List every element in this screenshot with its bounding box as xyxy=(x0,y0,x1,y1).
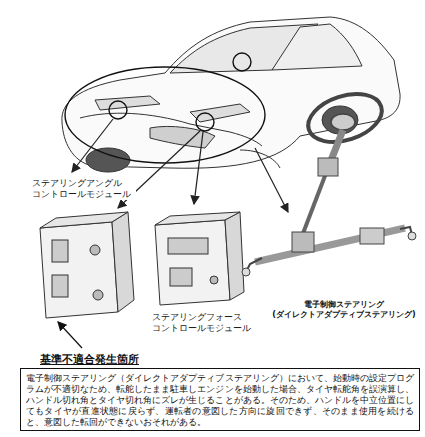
location-circle xyxy=(196,113,214,131)
leader-arrow xyxy=(58,322,82,348)
steering-drawing xyxy=(242,85,416,276)
module-label: ステアリングフォース コントロールモジュール xyxy=(152,312,256,334)
part-label: 電子制御ステアリング (ダイレクトアダプティブステアリング) xyxy=(268,300,420,321)
module-label: ステアリングアングル コントロールモジュール xyxy=(32,178,136,200)
force-module-drawing xyxy=(155,212,244,305)
car-drawing xyxy=(62,17,400,172)
note-heading: 基準不適合発生箇所 xyxy=(40,353,139,366)
angle-module-drawing xyxy=(40,212,134,318)
location-circle xyxy=(109,101,127,119)
highlight-ellipse xyxy=(65,67,265,163)
note-box: 基準不適合発生箇所電子制御ステアリング（ダイレクトアダプティブステアリング）にお… xyxy=(20,348,420,431)
module-box: ステアリングフォース コントロールモジュール xyxy=(146,208,250,348)
location-circle xyxy=(233,53,251,71)
module-box: ステアリングアングル コントロールモジュール xyxy=(28,178,140,322)
note-body: 電子制御ステアリング（ダイレクトアダプティブステアリング）において、始動時の設定… xyxy=(20,368,420,431)
